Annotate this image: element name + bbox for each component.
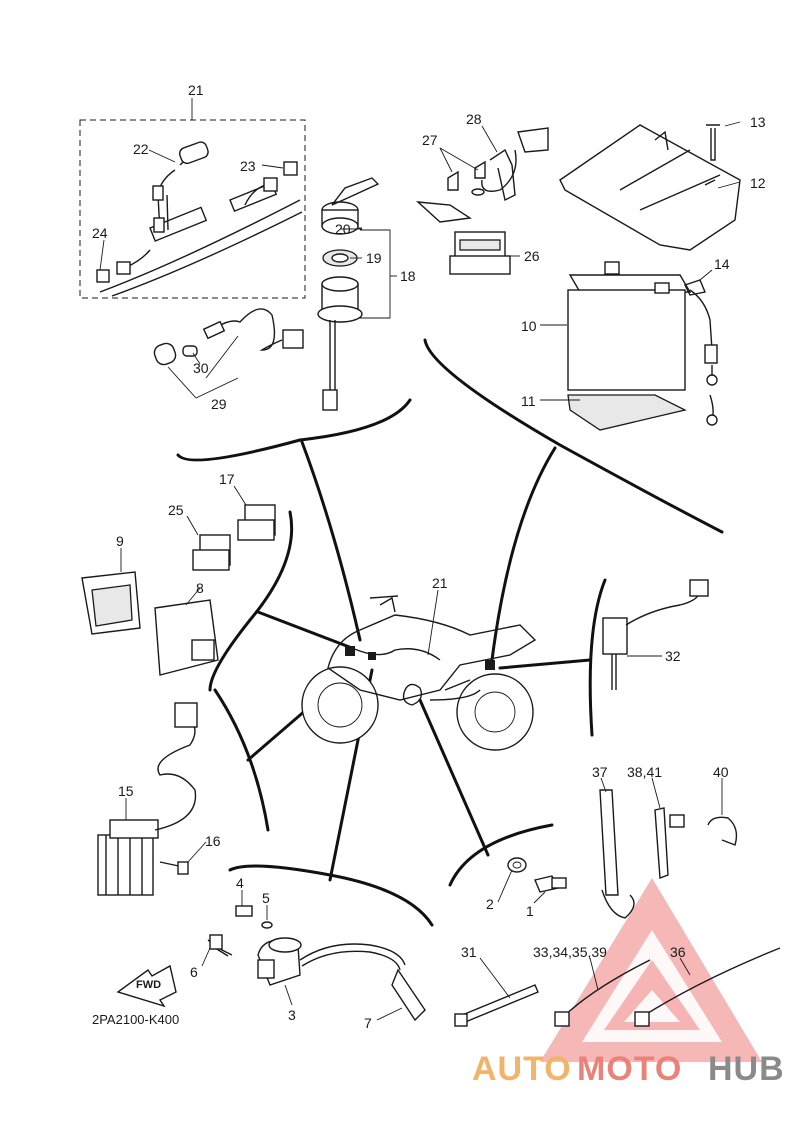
callout-14: 14 bbox=[714, 256, 730, 272]
svg-text:HUB: HUB bbox=[708, 1050, 785, 1088]
fuse-holder-assembly bbox=[153, 308, 304, 366]
callout-11: 11 bbox=[521, 393, 536, 409]
callout-29: 29 bbox=[211, 396, 227, 412]
callout-22: 22 bbox=[133, 141, 149, 157]
ignition-coil-assembly bbox=[207, 905, 426, 1022]
callout-23: 23 bbox=[240, 158, 256, 174]
callout-13: 13 bbox=[750, 114, 766, 130]
atv-illustration bbox=[301, 595, 537, 751]
watermark-logo bbox=[540, 878, 762, 1062]
callout-17: 17 bbox=[219, 471, 235, 487]
main-switch-assembly bbox=[317, 177, 380, 411]
callout-numbers: 21 22 23 24 20 19 18 27 28 26 10 11 13 1… bbox=[92, 82, 766, 1031]
callout-25: 25 bbox=[168, 502, 184, 518]
callout-27: 27 bbox=[422, 132, 438, 148]
callout-26: 26 bbox=[524, 248, 540, 264]
callout-12: 12 bbox=[750, 175, 766, 191]
callout-20: 20 bbox=[335, 221, 351, 237]
callout-18: 18 bbox=[400, 268, 416, 284]
callout-4: 4 bbox=[236, 875, 244, 891]
callout-32: 32 bbox=[665, 648, 681, 664]
callout-2: 2 bbox=[486, 896, 494, 912]
callout-5: 5 bbox=[262, 890, 270, 906]
callout-30: 30 bbox=[193, 360, 209, 376]
callout-16: 16 bbox=[205, 833, 221, 849]
callout-1: 1 bbox=[526, 903, 534, 919]
fwd-label: FWD bbox=[136, 979, 161, 991]
forward-direction-arrow: FWD bbox=[116, 964, 177, 1008]
callout-3: 3 bbox=[288, 1007, 296, 1023]
neutral-switch-and-ties bbox=[454, 579, 781, 1027]
callout-40: 40 bbox=[713, 764, 729, 780]
callout-7: 7 bbox=[364, 1015, 372, 1031]
callout-36: 36 bbox=[670, 944, 686, 960]
callout-37: 37 bbox=[592, 764, 608, 780]
callout-38-41: 38,41 bbox=[627, 764, 662, 780]
callout-33-34-35-39: 33,34,35,39 bbox=[533, 944, 607, 960]
watermark-wordmark: AUTO MOTO HUB bbox=[472, 1050, 785, 1088]
callout-19: 19 bbox=[366, 250, 382, 266]
callout-10: 10 bbox=[521, 318, 537, 334]
callout-21-atv: 21 bbox=[432, 575, 448, 591]
svg-text:MOTO: MOTO bbox=[577, 1050, 682, 1088]
callout-21: 21 bbox=[188, 82, 204, 98]
wire-harness-detail-box bbox=[79, 98, 306, 299]
callout-24: 24 bbox=[92, 225, 108, 241]
svg-text:AUTO: AUTO bbox=[472, 1050, 572, 1088]
callout-6: 6 bbox=[190, 964, 198, 980]
rectifier-regulator bbox=[97, 702, 198, 896]
relay-and-cdi-units bbox=[81, 504, 276, 676]
diagram-code: 2PA2100-K400 bbox=[92, 1012, 179, 1027]
callout-28: 28 bbox=[466, 111, 482, 127]
callout-15: 15 bbox=[118, 783, 134, 799]
callout-8: 8 bbox=[196, 580, 204, 596]
callout-31: 31 bbox=[461, 944, 477, 960]
group-bracket-lines bbox=[176, 338, 724, 927]
callout-9: 9 bbox=[116, 533, 124, 549]
starter-relay-assembly bbox=[415, 127, 549, 275]
battery-assembly bbox=[559, 124, 741, 431]
callout-leaders bbox=[99, 121, 741, 1021]
